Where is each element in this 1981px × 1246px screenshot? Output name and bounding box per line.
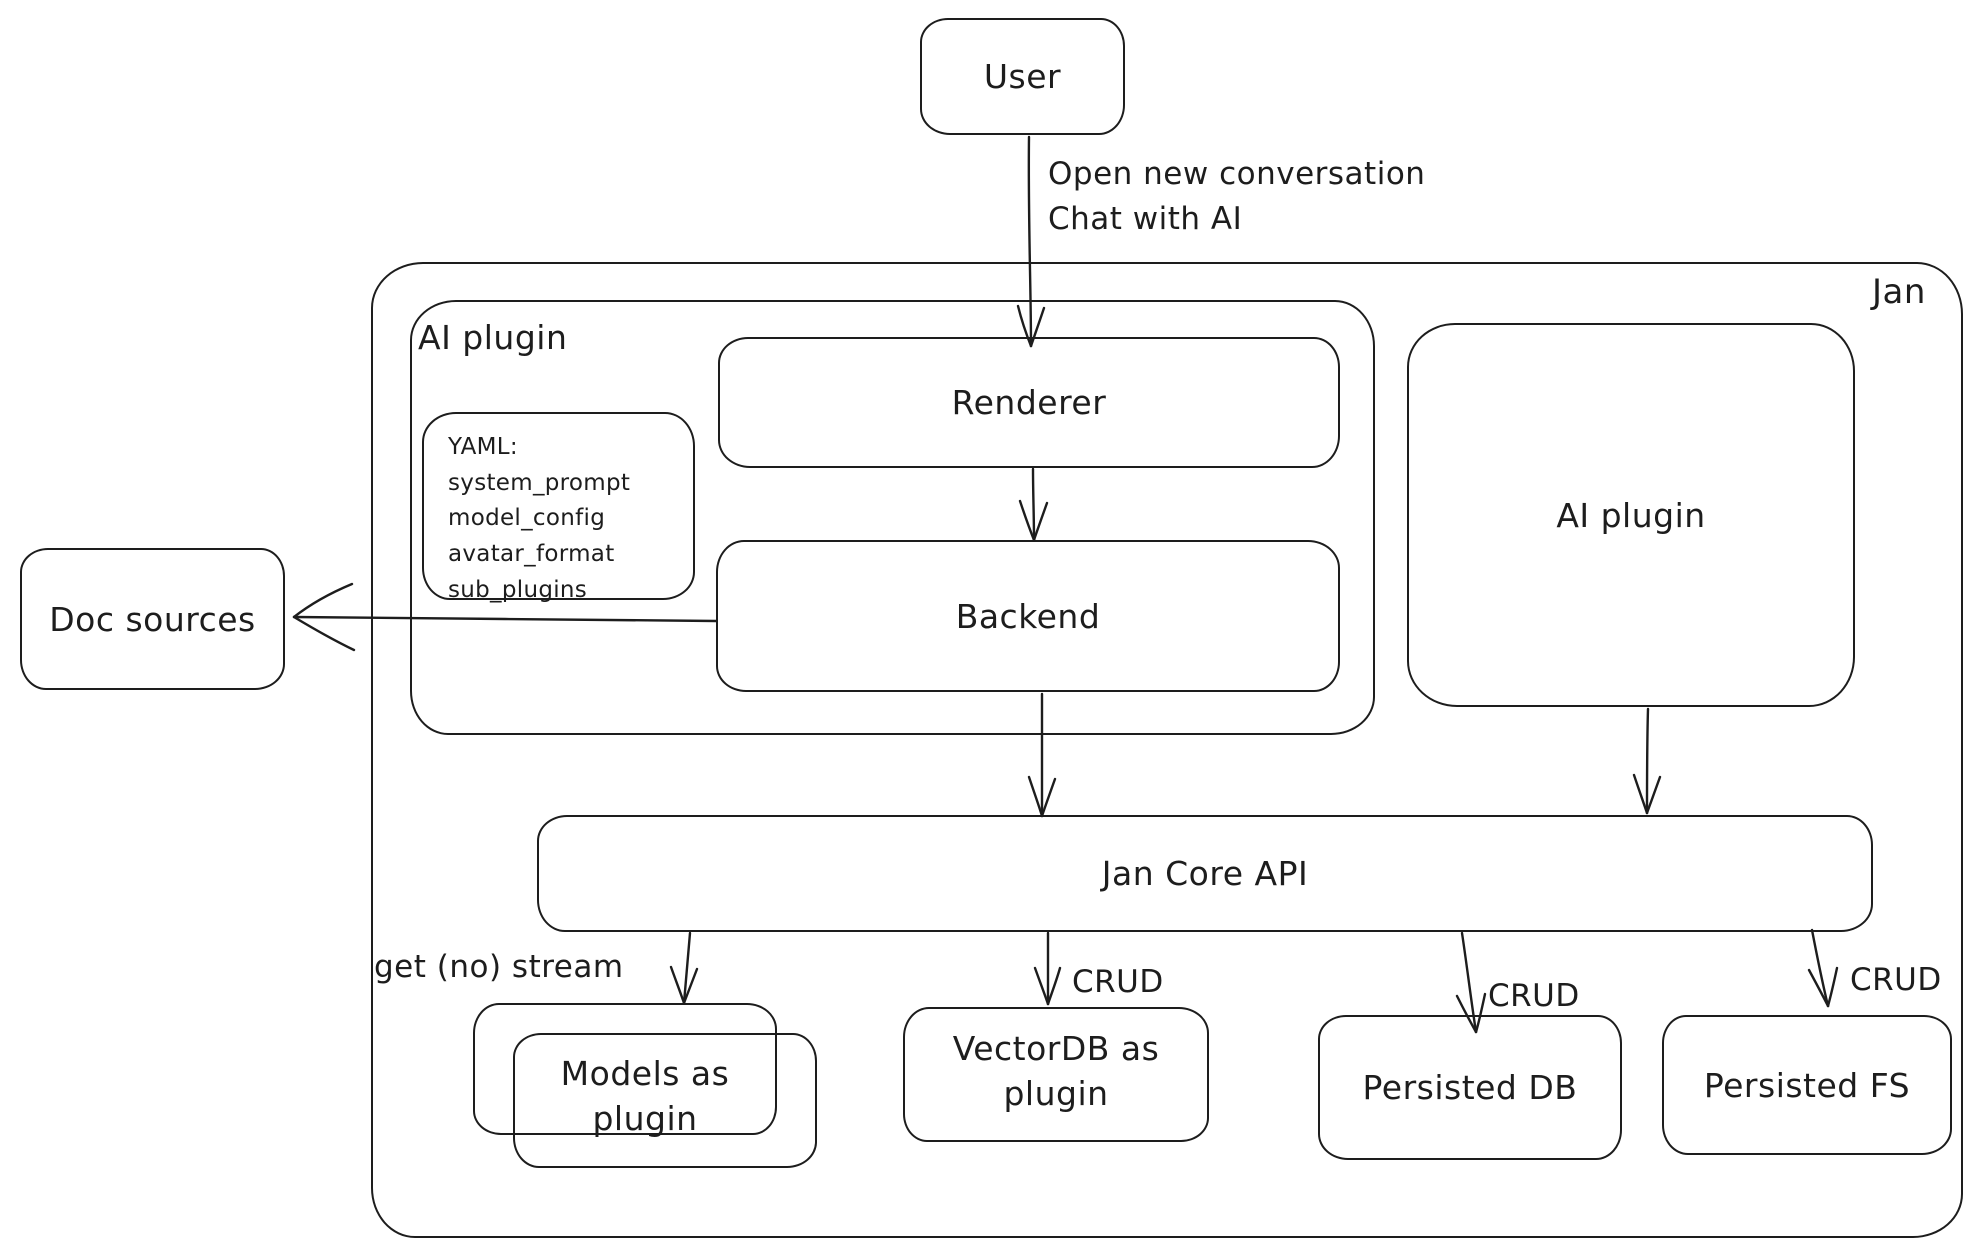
node-doc-sources: Doc sources (20, 548, 285, 690)
ai-plugin-left-container-box (410, 300, 1375, 735)
edge-label-crud-persisted-db: CRUD (1488, 978, 1580, 1014)
ai-plugin-left-label: AI plugin (418, 318, 568, 357)
node-backend: Backend (716, 540, 1340, 692)
node-ai-plugin-right: AI plugin (1407, 323, 1855, 707)
node-doc-sources-label: Doc sources (49, 599, 256, 639)
node-backend-label: Backend (955, 596, 1101, 636)
node-renderer-label: Renderer (951, 383, 1107, 422)
node-models-as-plugin-back-box (473, 1003, 777, 1135)
node-persisted-fs-label: Persisted FS (1703, 1065, 1911, 1105)
yaml-line: avatar_format (448, 540, 615, 567)
node-persisted-db: Persisted DB (1318, 1015, 1622, 1160)
yaml-line: sub_plugins (448, 576, 588, 603)
edge-label-user-to-renderer: Open new conversation Chat with AI (1048, 152, 1425, 242)
node-renderer: Renderer (718, 337, 1340, 468)
yaml-note-box: YAML: system_prompt model_config avatar_… (422, 412, 695, 603)
node-vectordb-as-plugin-label: VectorDB as plugin (952, 1029, 1160, 1113)
jan-container-box (371, 262, 1963, 1238)
node-ai-plugin-right-label: AI plugin (1556, 495, 1706, 535)
node-vectordb-as-plugin (903, 1007, 1209, 1142)
node-jan-core-api-label: Jan Core API (1101, 854, 1309, 893)
yaml-line: system_prompt (448, 469, 631, 496)
edge-label-crud-vectordb: CRUD (1072, 964, 1164, 1000)
node-jan-core-api: Jan Core API (537, 815, 1873, 932)
edge-label-line: Open new conversation (1048, 156, 1426, 192)
node-user-label: User (983, 57, 1062, 96)
edge-label-line: Chat with AI (1048, 200, 1243, 237)
node-persisted-db-label: Persisted DB (1362, 1068, 1578, 1107)
yaml-line: YAML: (448, 434, 518, 460)
node-models-as-plugin-front-box (513, 1033, 817, 1168)
node-user: User (920, 18, 1125, 135)
yaml-line: model_config (448, 505, 606, 532)
edge-label-get-no-stream: get (no) stream (374, 949, 624, 985)
node-models-as-plugin-label: Models as plugin (560, 1054, 730, 1138)
node-persisted-fs: Persisted FS (1662, 1015, 1952, 1155)
edge-label-crud-persisted-fs: CRUD (1850, 962, 1942, 998)
jan-container-label: Jan (1872, 272, 1926, 312)
